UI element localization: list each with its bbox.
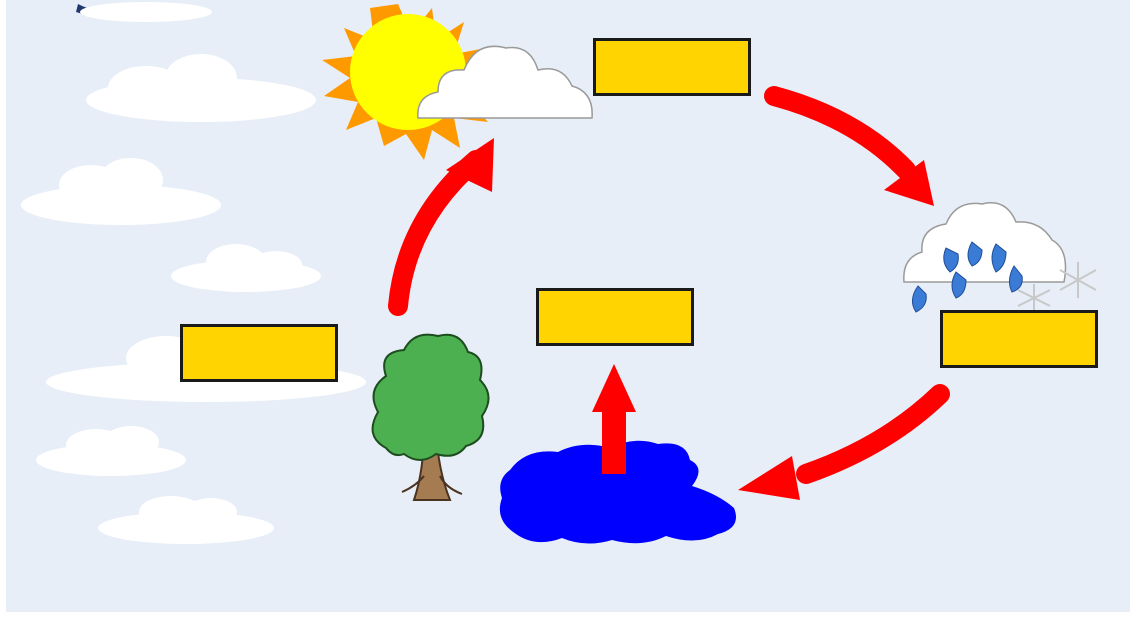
arrow-condensation xyxy=(774,96,906,170)
label-box-right[interactable] xyxy=(940,310,1098,368)
label-box-top[interactable] xyxy=(593,38,751,96)
arrow-up-head xyxy=(592,364,636,412)
label-box-center[interactable] xyxy=(536,288,694,346)
rain-cloud-icon xyxy=(904,203,1096,312)
cloud-icon xyxy=(98,496,274,544)
water-cycle-diagram xyxy=(6,0,1130,612)
arrow-precipitation xyxy=(806,394,940,474)
background-clouds xyxy=(21,2,366,544)
arrow-evaporation xyxy=(398,160,476,306)
label-box-left[interactable] xyxy=(180,324,338,382)
arrow-precipitation-head xyxy=(738,456,800,500)
tree-icon xyxy=(373,335,489,500)
cloud-icon xyxy=(171,244,321,292)
cloud-icon xyxy=(21,158,221,225)
arrow-up-shaft xyxy=(602,408,626,474)
cloud-icon xyxy=(86,54,316,122)
cloud-icon xyxy=(36,426,186,476)
